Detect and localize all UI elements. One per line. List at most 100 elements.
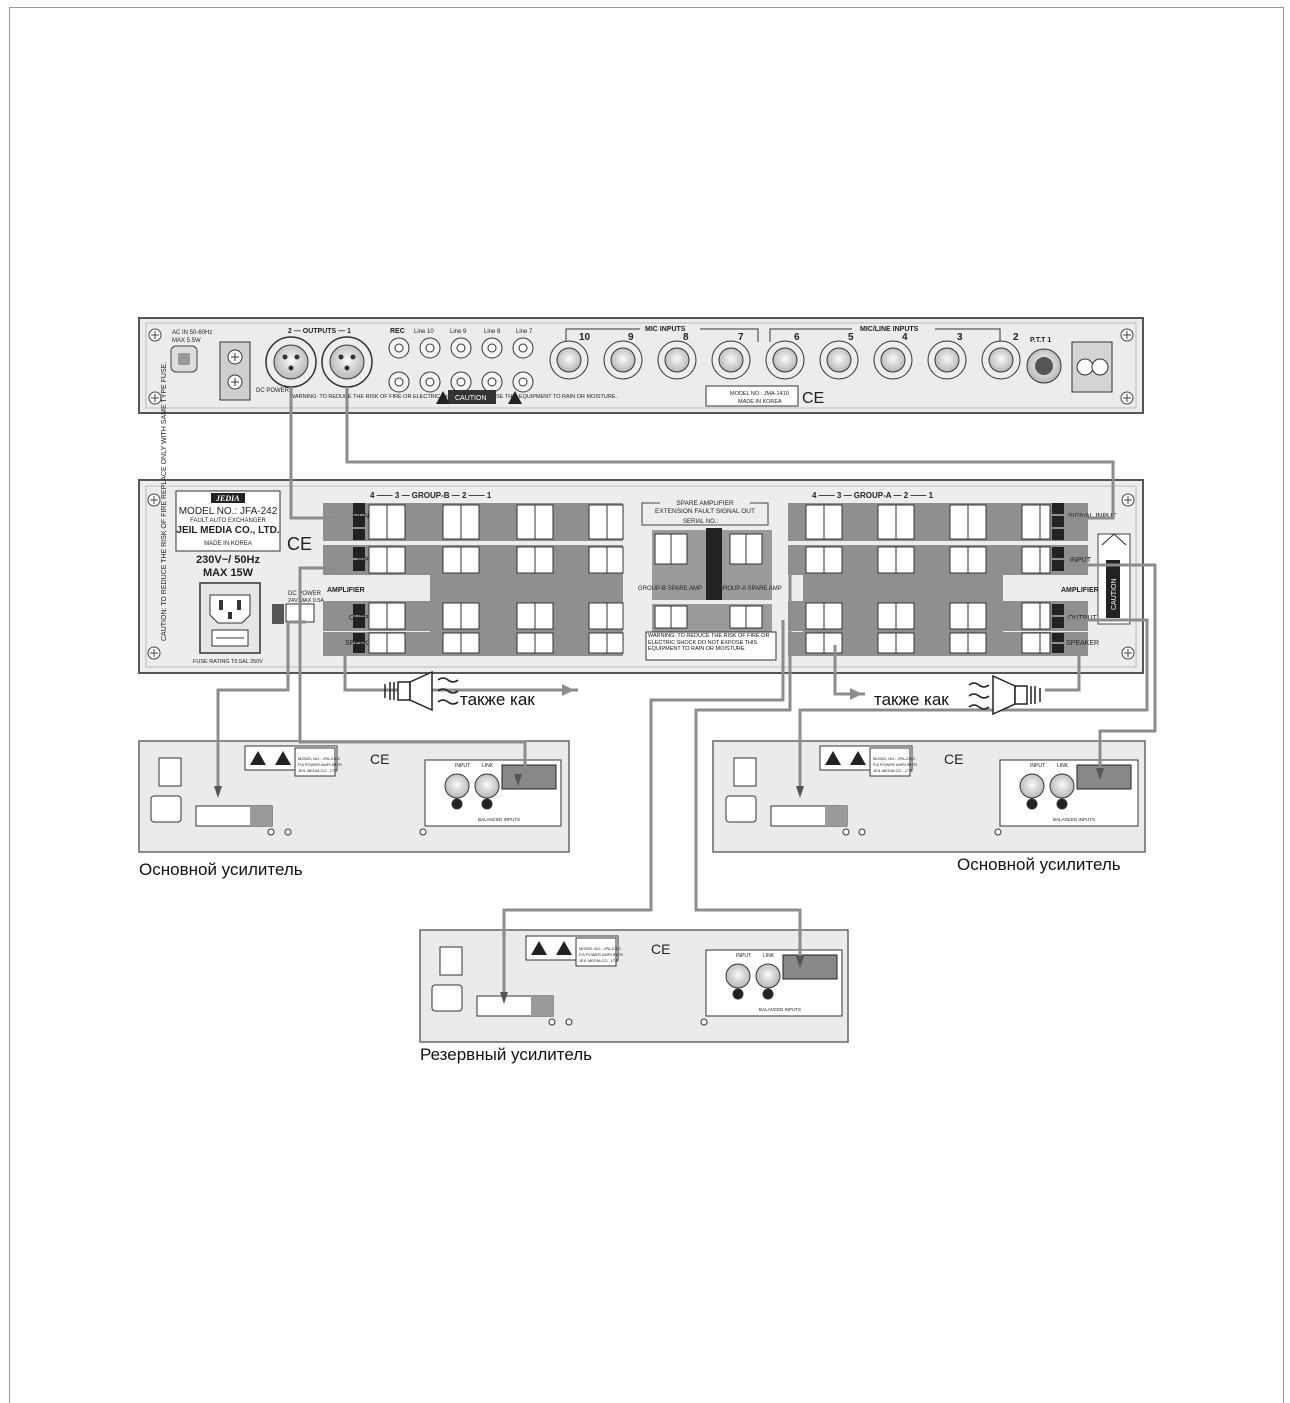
outputs-label: 2 — OUTPUTS — 1: [288, 328, 351, 335]
exchanger-panel: JEDIA MODEL NO.: JFA-242 FAULT AUTO EXCH…: [138, 362, 1144, 674]
xlr-input-icon: [1019, 773, 1075, 810]
cable-spare-amp-output: [502, 620, 785, 995]
exchanger-model-text: MODEL NO.: JFA-242: [179, 506, 278, 517]
group-a-spare-label: GROUP-A SPARE AMP: [718, 586, 782, 592]
fuse-rating-text: FUSE RATING T0.5AL 250V: [193, 659, 263, 665]
amp-model-text-right: MODEL NO.: JPA-240C: [873, 756, 916, 761]
cable-amp-a-input: [1066, 563, 1157, 768]
ch-9-label: 9: [628, 332, 634, 343]
amp-model-plate: [294, 747, 336, 777]
polarity-marker-icon: [353, 503, 1064, 653]
ac-socket-icon: [725, 795, 757, 823]
ch-8-label: 8: [683, 332, 689, 343]
warning-triangle-icon: [825, 751, 866, 765]
ch-6-label: 6: [794, 332, 800, 343]
main-amplifier-left: MODEL NO.: JPA-240C P.A POWER AMPLIFIER …: [138, 740, 570, 853]
cable-speaker-a-right: [1045, 655, 1081, 692]
ch-10-label: 10: [579, 332, 591, 343]
brand-logo: JEDIA: [215, 494, 240, 503]
amp-input-label-spare: INPUT: [736, 953, 751, 959]
spare-amplifier: MODEL NO.: JPA-240C P.A POWER AMPLIFIER …: [419, 929, 849, 1043]
same-as-label-right: также как: [874, 690, 949, 709]
input-label-a: INPUT: [1070, 557, 1092, 564]
amp-ce-right: CE: [944, 751, 963, 767]
amp-link-label-right: LINK: [1057, 763, 1069, 769]
rack-screw-icon: [148, 328, 1134, 405]
arrow-icon: [562, 684, 574, 696]
line-10-label: Line 10: [414, 329, 434, 335]
exchanger-warning-text: WARNING: TO REDUCE THE RISK OF FIRE OR E…: [648, 633, 770, 652]
amp-company-text-right: JEIL MEDIA CO., LTD.: [873, 768, 913, 773]
dc-terminal-icon: [158, 757, 182, 787]
main-amplifier-right-caption: Основной усилитель: [957, 855, 1121, 874]
speaker-label-b: SPEAKER: [345, 640, 378, 647]
amp-company-text-spare: JEIL MEDIA CO., LTD.: [579, 958, 619, 963]
spare-amplifier-caption: Резервный усилитель: [420, 1045, 593, 1064]
amp-product-text-right: P.A POWER AMPLIFIER: [873, 762, 917, 767]
ch-5-label: 5: [848, 332, 854, 343]
amp-link-label-left: LINK: [482, 763, 494, 769]
amp-input-label-right: INPUT: [1030, 763, 1045, 769]
amp-product-text-left: P.A POWER AMPLIFIER: [298, 762, 342, 767]
amp-link-label-spare: LINK: [763, 953, 775, 959]
dc-terminal-icon: [733, 757, 757, 787]
side-caution-text: CAUTION: TO REDUCE THE RISK OF FIRE REPL…: [161, 362, 168, 641]
cable-amp-a-output: [798, 618, 1149, 790]
amp-balanced-left: BALANCED INPUTS: [478, 817, 520, 822]
warning-triangle-icon: [436, 391, 522, 404]
dc-power-text: DC POWER: [256, 388, 290, 394]
right-caution-text: CAUTION: [1111, 579, 1118, 611]
cable-amp-b-output: [216, 620, 306, 790]
group-a-header: 4 —— 3 — GROUP-A — 2 —— 1: [812, 491, 934, 500]
same-as-label-left: также как: [460, 690, 535, 709]
speaker-icon-right: [968, 674, 1041, 716]
line-9-label: Line 9: [450, 329, 467, 335]
warning-triangle-icon: [531, 941, 572, 955]
amp-ce-left: CE: [370, 751, 389, 767]
terminal-block-icon: [368, 504, 1051, 654]
exchanger-dc-power-text: DC POWER: [288, 591, 322, 597]
arrow-icon: [850, 688, 862, 700]
fault-relay-bar: [706, 528, 722, 600]
mixer-caution-text: CAUTION: [455, 395, 487, 402]
amp-model-plate: [869, 747, 911, 777]
mixer-caution-box: [448, 390, 496, 404]
dc-terminal-icon: [439, 946, 463, 976]
dc-terminal-icon: [272, 604, 284, 624]
iec-inlet-icon: [199, 582, 261, 654]
exchanger-voltage-text: 230V~/ 50Hz: [196, 554, 260, 566]
input-label-b: INPUT: [357, 557, 379, 564]
spare-amp-subtitle: EXTENSION FAULT SIGNAL OUT: [655, 508, 755, 515]
line-8-label: Line 8: [484, 329, 501, 335]
ac-socket-icon: [431, 984, 463, 1012]
exchanger-warning-box: [645, 631, 777, 661]
cable-amp-b-input: [298, 566, 527, 768]
speaker-label-a: SPEAKER: [1066, 640, 1099, 647]
exchanger-company-text: JEIL MEDIA CO., LTD.: [176, 525, 279, 536]
ch-2-label: 2: [1013, 332, 1019, 343]
mixer-model-text: MODEL NO.: JMA-1410: [730, 391, 789, 397]
ch-4-label: 4: [902, 332, 908, 343]
xlr-input-icon: [725, 963, 781, 1000]
serial-number-label: SERIAL NO.:: [683, 519, 718, 525]
mic-inputs-label: MIC INPUTS: [645, 326, 686, 333]
wiring-cables: [216, 387, 1157, 995]
amp-ce-spare: CE: [651, 941, 670, 957]
mixer-panel: AC IN 50-60Hz MAX 5.5W DC POWER 2 — OUTP…: [138, 317, 1144, 414]
exchanger-made-in-text: MADE IN KOREA: [204, 541, 252, 547]
ptt-label: P.T.T 1: [1030, 337, 1051, 344]
rec-label: REC: [390, 328, 405, 335]
amp-product-text-spare: P.A POWER AMPLIFIER: [579, 952, 623, 957]
amplifier-label-b: AMPLIFIER: [327, 587, 365, 594]
xlr-input-icon: [549, 340, 1021, 380]
xlr-input-icon: [444, 773, 500, 810]
rack-screw-icon: [147, 493, 1135, 660]
spare-amp-title: SPARE AMPLIFIER: [676, 500, 734, 507]
cable-speaker-b: [343, 655, 578, 692]
group-b-spare-label: GROUP-B SPARE AMP: [638, 586, 702, 592]
mixer-model-plate: [705, 385, 799, 407]
cable-output-1-to-group-a: [345, 387, 1115, 520]
main-amplifier-left-caption: Основной усилитель: [139, 860, 303, 879]
ac-socket-icon: [150, 795, 182, 823]
amp-company-text-left: JEIL MEDIA CO., LTD.: [298, 768, 338, 773]
